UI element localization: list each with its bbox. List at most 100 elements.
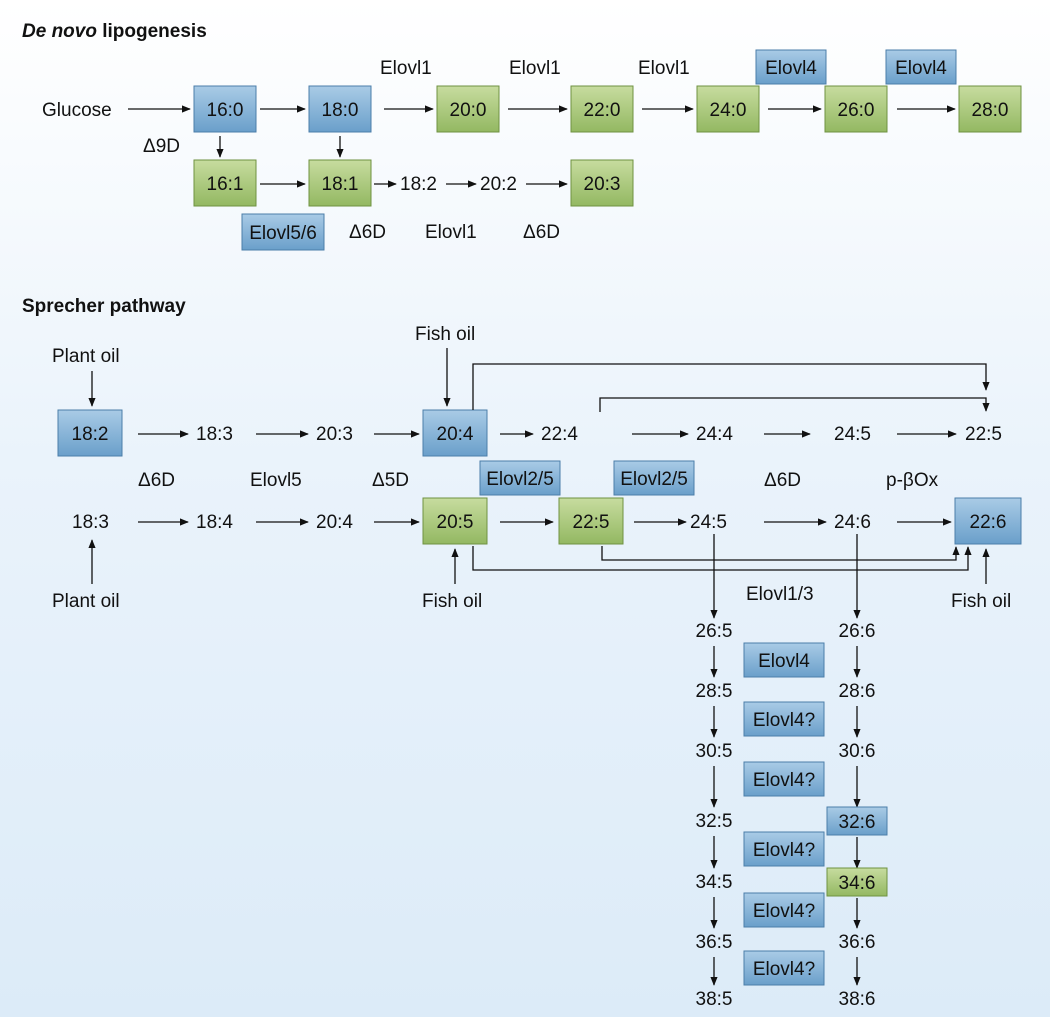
- label-d9d: Δ9D: [143, 136, 180, 157]
- label-n3-18-4: 18:4: [196, 512, 233, 533]
- fa-label-26-5-n3: 26:5: [696, 621, 733, 642]
- svg-text:Elovl4: Elovl4: [758, 651, 810, 672]
- svg-text:16:1: 16:1: [207, 174, 244, 195]
- box-elovl4-chain-3: Elovl4?: [743, 761, 825, 797]
- box-n3-22-5: 22:5: [558, 497, 624, 545]
- label-n6-22-5: 22:5: [965, 424, 1002, 445]
- box-elovl4-chain-4: Elovl4?: [743, 831, 825, 867]
- label-d6d: Δ6D: [349, 222, 386, 243]
- sprecher-arrows: [88, 348, 990, 619]
- svg-text:24:0: 24:0: [710, 100, 747, 121]
- box-elovl56: Elovl5/6: [241, 213, 325, 251]
- label-n6-20-3: 20:3: [316, 424, 353, 445]
- label-fish-oil-top: Fish oil: [415, 324, 475, 345]
- vlc-column-n3: 26:5 28:5 30:5 32:5 34:5 36:5 38:5: [696, 621, 733, 1010]
- svg-text:28:0: 28:0: [972, 100, 1009, 121]
- box-34-6: 34:6: [826, 867, 888, 897]
- box-n3-22-6: 22:6: [954, 497, 1022, 545]
- box-20-0: 20:0: [436, 85, 500, 133]
- sprecher-title: Sprecher pathway: [22, 296, 186, 317]
- label-plant-oil-bottom: Plant oil: [52, 591, 120, 612]
- fa-label-38-5-n3: 38:5: [696, 989, 733, 1010]
- svg-text:20:4: 20:4: [437, 424, 474, 445]
- label-glucose: Glucose: [42, 100, 112, 121]
- box-elovl4-a: Elovl4: [755, 49, 827, 85]
- label-n6-24-5: 24:5: [834, 424, 871, 445]
- svg-text:Elovl4?: Elovl4?: [753, 770, 815, 791]
- box-n6-20-4: 20:4: [422, 409, 488, 457]
- label-elovl1-d: Elovl1: [425, 222, 477, 243]
- label-fish-oil-mid: Fish oil: [422, 591, 482, 612]
- svg-text:26:0: 26:0: [838, 100, 875, 121]
- svg-text:18:1: 18:1: [322, 174, 359, 195]
- label-elovl5: Elovl5: [250, 470, 302, 491]
- fa-label-32-5-n3: 32:5: [696, 811, 733, 832]
- box-26-0: 26:0: [824, 85, 888, 133]
- box-elovl4-chain-2: Elovl4?: [743, 701, 825, 737]
- fa-label-28-5-n3: 28:5: [696, 681, 733, 702]
- label-n3-18-3: 18:3: [72, 512, 109, 533]
- label-elovl1-a: Elovl1: [380, 58, 432, 79]
- label-20-2: 20:2: [480, 174, 517, 195]
- box-18-1: 18:1: [308, 159, 372, 207]
- box-elovl4-chain-5: Elovl4?: [743, 892, 825, 928]
- fa-label-36-6-n6: 36:6: [839, 932, 876, 953]
- svg-text:18:0: 18:0: [322, 100, 359, 121]
- box-n3-20-5: 20:5: [422, 497, 488, 545]
- label-d6d-sprecher: Δ6D: [138, 470, 175, 491]
- svg-text:Elovl4?: Elovl4?: [753, 901, 815, 922]
- svg-text:18:2: 18:2: [72, 424, 109, 445]
- svg-text:Elovl4: Elovl4: [895, 58, 947, 79]
- box-16-0: 16:0: [193, 85, 257, 133]
- svg-text:34:6: 34:6: [839, 873, 876, 894]
- box-n6-18-2: 18:2: [57, 409, 123, 457]
- label-fish-oil-right: Fish oil: [951, 591, 1011, 612]
- label-n3-24-6: 24:6: [834, 512, 871, 533]
- fa-label-38-6-n6: 38:6: [839, 989, 876, 1010]
- svg-text:20:3: 20:3: [584, 174, 621, 195]
- label-n6-24-4: 24:4: [696, 424, 733, 445]
- svg-text:22:0: 22:0: [584, 100, 621, 121]
- svg-text:20:0: 20:0: [450, 100, 487, 121]
- box-elovl4-b: Elovl4: [885, 49, 957, 85]
- box-elovl25-b: Elovl2/5: [613, 460, 695, 496]
- svg-text:Elovl2/5: Elovl2/5: [486, 469, 554, 490]
- svg-text:Elovl5/6: Elovl5/6: [249, 223, 317, 244]
- box-20-3: 20:3: [570, 159, 634, 207]
- label-plant-oil-top: Plant oil: [52, 346, 120, 367]
- box-22-0: 22:0: [570, 85, 634, 133]
- svg-text:Elovl4?: Elovl4?: [753, 710, 815, 731]
- fa-label-26-6-n6: 26:6: [839, 621, 876, 642]
- box-32-6: 32:6: [826, 806, 888, 836]
- svg-text:Elovl4?: Elovl4?: [753, 840, 815, 861]
- box-24-0: 24:0: [696, 85, 760, 133]
- box-elovl25-a: Elovl2/5: [479, 460, 561, 496]
- label-n6-18-3: 18:3: [196, 424, 233, 445]
- vlc-column-n6: 26:628:630:632:634:636:638:6: [826, 621, 888, 1010]
- fa-label-36-5-n3: 36:5: [696, 932, 733, 953]
- svg-text:32:6: 32:6: [839, 812, 876, 833]
- label-elovl13: Elovl1/3: [746, 584, 814, 605]
- svg-text:Elovl4?: Elovl4?: [753, 959, 815, 980]
- fa-label-34-5-n3: 34:5: [696, 872, 733, 893]
- box-28-0: 28:0: [958, 85, 1022, 133]
- label-elovl1-b: Elovl1: [509, 58, 561, 79]
- box-elovl4-chain-1: Elovl4: [743, 642, 825, 678]
- label-n6-22-4: 22:4: [541, 424, 578, 445]
- label-pbox: p-βOx: [886, 470, 939, 491]
- fa-label-30-6-n6: 30:6: [839, 741, 876, 762]
- svg-text:22:5: 22:5: [573, 512, 610, 533]
- box-elovl4-chain-6: Elovl4?: [743, 950, 825, 986]
- lipogenesis-title: De novo lipogenesis: [22, 21, 207, 42]
- label-d6d-b: Δ6D: [523, 222, 560, 243]
- label-n3-20-4: 20:4: [316, 512, 353, 533]
- box-18-0: 18:0: [308, 85, 372, 133]
- fa-label-30-5-n3: 30:5: [696, 741, 733, 762]
- svg-text:22:6: 22:6: [970, 512, 1007, 533]
- svg-text:16:0: 16:0: [207, 100, 244, 121]
- svg-text:Elovl2/5: Elovl2/5: [620, 469, 688, 490]
- label-d5d: Δ5D: [372, 470, 409, 491]
- lipogenesis-arrows: [128, 105, 956, 188]
- label-elovl1-c: Elovl1: [638, 58, 690, 79]
